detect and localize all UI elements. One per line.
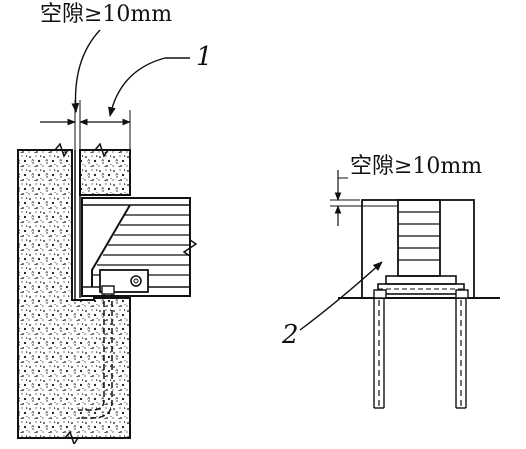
gap-label-right: 空隙≥10mm	[350, 154, 483, 179]
left-detail	[17, 29, 198, 446]
concrete-slab	[79, 149, 131, 196]
gap-label-left: 空隙≥10mm	[40, 2, 173, 27]
callout-1: 1	[196, 42, 213, 72]
callout-2: 2	[282, 320, 299, 350]
right-detail	[299, 170, 500, 409]
